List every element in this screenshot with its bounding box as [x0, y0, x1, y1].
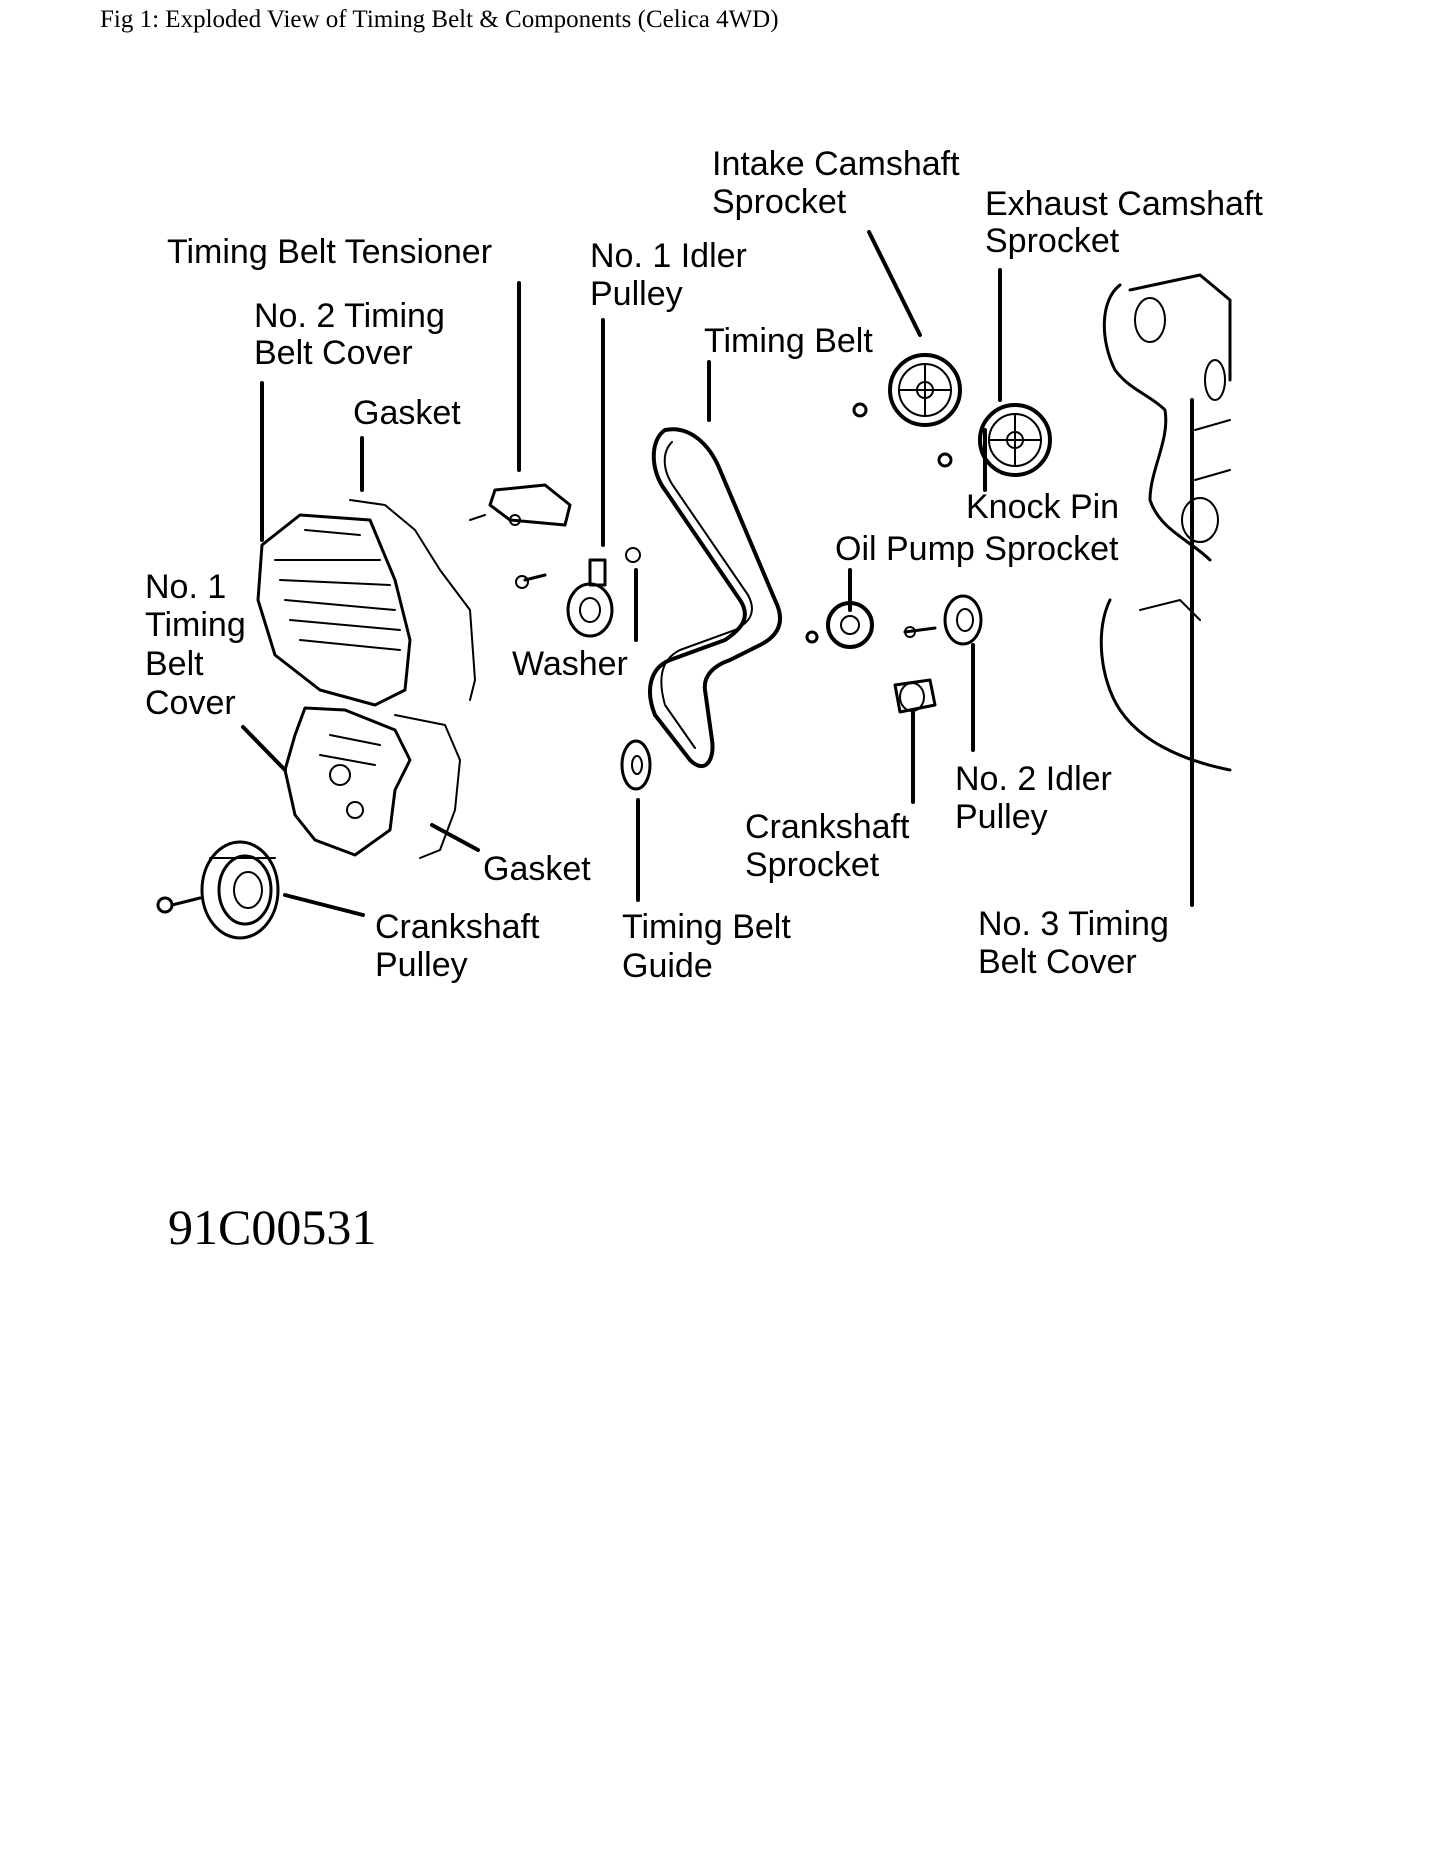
- label-no2-timing-belt-cover: No. 2 Timing Belt Cover: [254, 297, 454, 372]
- tensioner-part: [469, 483, 572, 527]
- intake-camshaft-sprocket-part: [888, 353, 962, 427]
- label-washer: Washer: [512, 645, 628, 683]
- leader-intake-sprocket: [867, 230, 922, 337]
- label-crankshaft-sprocket: Crankshaft Sprocket: [745, 808, 919, 884]
- no2-timing-belt-cover-part: [256, 513, 412, 707]
- label-timing-belt-guide: Timing Belt Guide: [622, 908, 800, 985]
- crankshaft-bolt-part: [156, 896, 202, 914]
- timing-belt-guide-part: [620, 739, 652, 791]
- label-no1-timing-belt-cover: No. 1 Timing Belt Cover: [145, 568, 255, 722]
- label-exhaust-camshaft-sprocket: Exhaust Camshaft Sprocket: [985, 185, 1272, 260]
- label-gasket-upper: Gasket: [353, 394, 461, 432]
- gasket-lower-part: [394, 714, 461, 859]
- label-timing-belt: Timing Belt: [704, 322, 873, 360]
- camshaft-bolts-part: [852, 402, 953, 468]
- leader-gasket-lower: [430, 823, 480, 852]
- leader-lines: [241, 230, 1194, 917]
- no1-timing-belt-cover-part: [283, 706, 412, 857]
- label-no3-timing-belt-cover: No. 3 Timing Belt Cover: [978, 905, 1178, 981]
- leader-no1-cover: [241, 725, 287, 772]
- label-crankshaft-pulley: Crankshaft Pulley: [375, 908, 549, 984]
- crankshaft-pulley-part: [200, 840, 280, 940]
- label-no2-idler-pulley: No. 2 Idler Pulley: [955, 760, 1121, 836]
- gasket-upper-part: [349, 499, 476, 701]
- no2-idler-pulley-part: [903, 594, 983, 646]
- label-timing-belt-tensioner: Timing Belt Tensioner: [167, 233, 492, 271]
- figure-id: 91C00531: [168, 1199, 377, 1255]
- label-gasket-lower: Gasket: [483, 850, 591, 888]
- oil-pump-sprocket-part: [805, 601, 874, 649]
- leader-crankshaft-pulley: [283, 893, 365, 917]
- figure-caption: Fig 1: Exploded View of Timing Belt & Co…: [100, 6, 779, 33]
- label-knock-pin: Knock Pin: [966, 488, 1119, 526]
- label-intake-camshaft-sprocket: Intake Camshaft Sprocket: [712, 145, 969, 221]
- no1-idler-pulley-part: [515, 547, 641, 638]
- crankshaft-sprocket-part: [893, 678, 937, 714]
- exhaust-camshaft-sprocket-part: [978, 403, 1052, 477]
- label-no1-idler-pulley: No. 1 Idler Pulley: [590, 237, 756, 313]
- timing-belt-part: [648, 427, 782, 769]
- label-oil-pump-sprocket: Oil Pump Sprocket: [835, 530, 1119, 568]
- engine-block-outline: [1099, 273, 1232, 772]
